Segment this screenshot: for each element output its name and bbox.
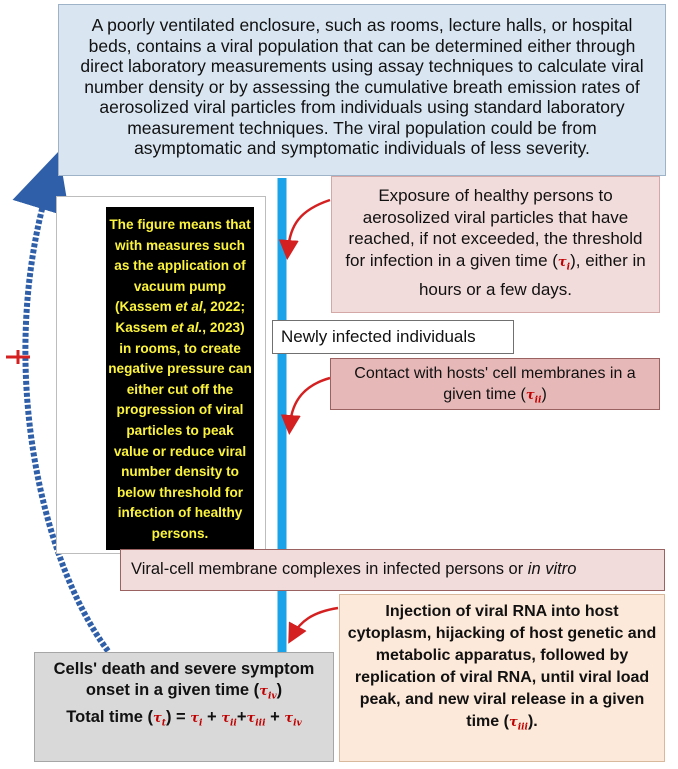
cell-death-box: Cells' death and severe symptom onset in… bbox=[34, 652, 334, 762]
intervention-note-part1: The figure means that with measures such… bbox=[109, 217, 251, 315]
newly-infected-text: Newly infected individuals bbox=[281, 327, 476, 346]
intervention-note-et-al-2: et al. bbox=[171, 319, 203, 335]
eq-tau-iii: τiii bbox=[246, 710, 266, 729]
contact-box: Contact with hosts' cell membranes in a … bbox=[330, 358, 660, 410]
viral-complex-italic: in vitro bbox=[527, 560, 577, 578]
cell-death-line: Cells' death and severe symptom onset in… bbox=[53, 660, 315, 702]
contact-text-before: Contact with hosts' cell membranes in a … bbox=[354, 365, 636, 403]
red-arrow-contact bbox=[280, 376, 331, 435]
feedback-curve-arrow bbox=[12, 151, 111, 653]
injection-text-after: ). bbox=[527, 713, 538, 730]
exposure-box: Exposure of healthy persons to aerosoliz… bbox=[331, 176, 660, 313]
contact-text-after: ) bbox=[541, 386, 547, 403]
exposure-text-before: Exposure of healthy persons to aerosoliz… bbox=[345, 186, 643, 270]
enclosure-description-text: A poorly ventilated enclosure, such as r… bbox=[80, 15, 644, 158]
injection-text-before: Injection of viral RNA into host cytopla… bbox=[347, 603, 657, 730]
eq-tau-iv: τiv bbox=[284, 710, 302, 729]
exposure-text-after: ), either in hours or a few days. bbox=[418, 250, 646, 299]
red-arrow-injection bbox=[288, 606, 339, 644]
enclosure-description-box: A poorly ventilated enclosure, such as r… bbox=[58, 4, 666, 176]
viral-cell-complex-box: Viral-cell membrane complexes in infecte… bbox=[120, 549, 665, 591]
tau-i-symbol: τi bbox=[557, 254, 571, 273]
injection-box: Injection of viral RNA into host cytopla… bbox=[339, 594, 665, 762]
intervention-note-box: The figure means that with measures such… bbox=[106, 207, 254, 550]
intervention-note-et-al-1: et al bbox=[175, 299, 203, 315]
eq-tau-ii: τii bbox=[221, 710, 237, 729]
red-arrow-exposure bbox=[278, 198, 331, 260]
tau-iv-symbol: τiv bbox=[259, 683, 277, 702]
total-time-equation: Total time (τt) = τi + τii+τiii + τiv bbox=[66, 707, 302, 729]
newly-infected-box: Newly infected individuals bbox=[272, 320, 514, 354]
intervention-note-part2: , 2022; Kassem bbox=[115, 299, 245, 335]
intervention-note-part3: , 2023) in rooms, to create negative pre… bbox=[108, 319, 252, 541]
eq-tau-i: τi bbox=[190, 710, 203, 729]
tau-t-symbol: τt bbox=[153, 710, 166, 729]
tau-ii-symbol: τii bbox=[525, 388, 542, 406]
viral-complex-text: Viral-cell membrane complexes in infecte… bbox=[131, 560, 528, 578]
tau-iii-symbol: τiii bbox=[508, 715, 528, 733]
